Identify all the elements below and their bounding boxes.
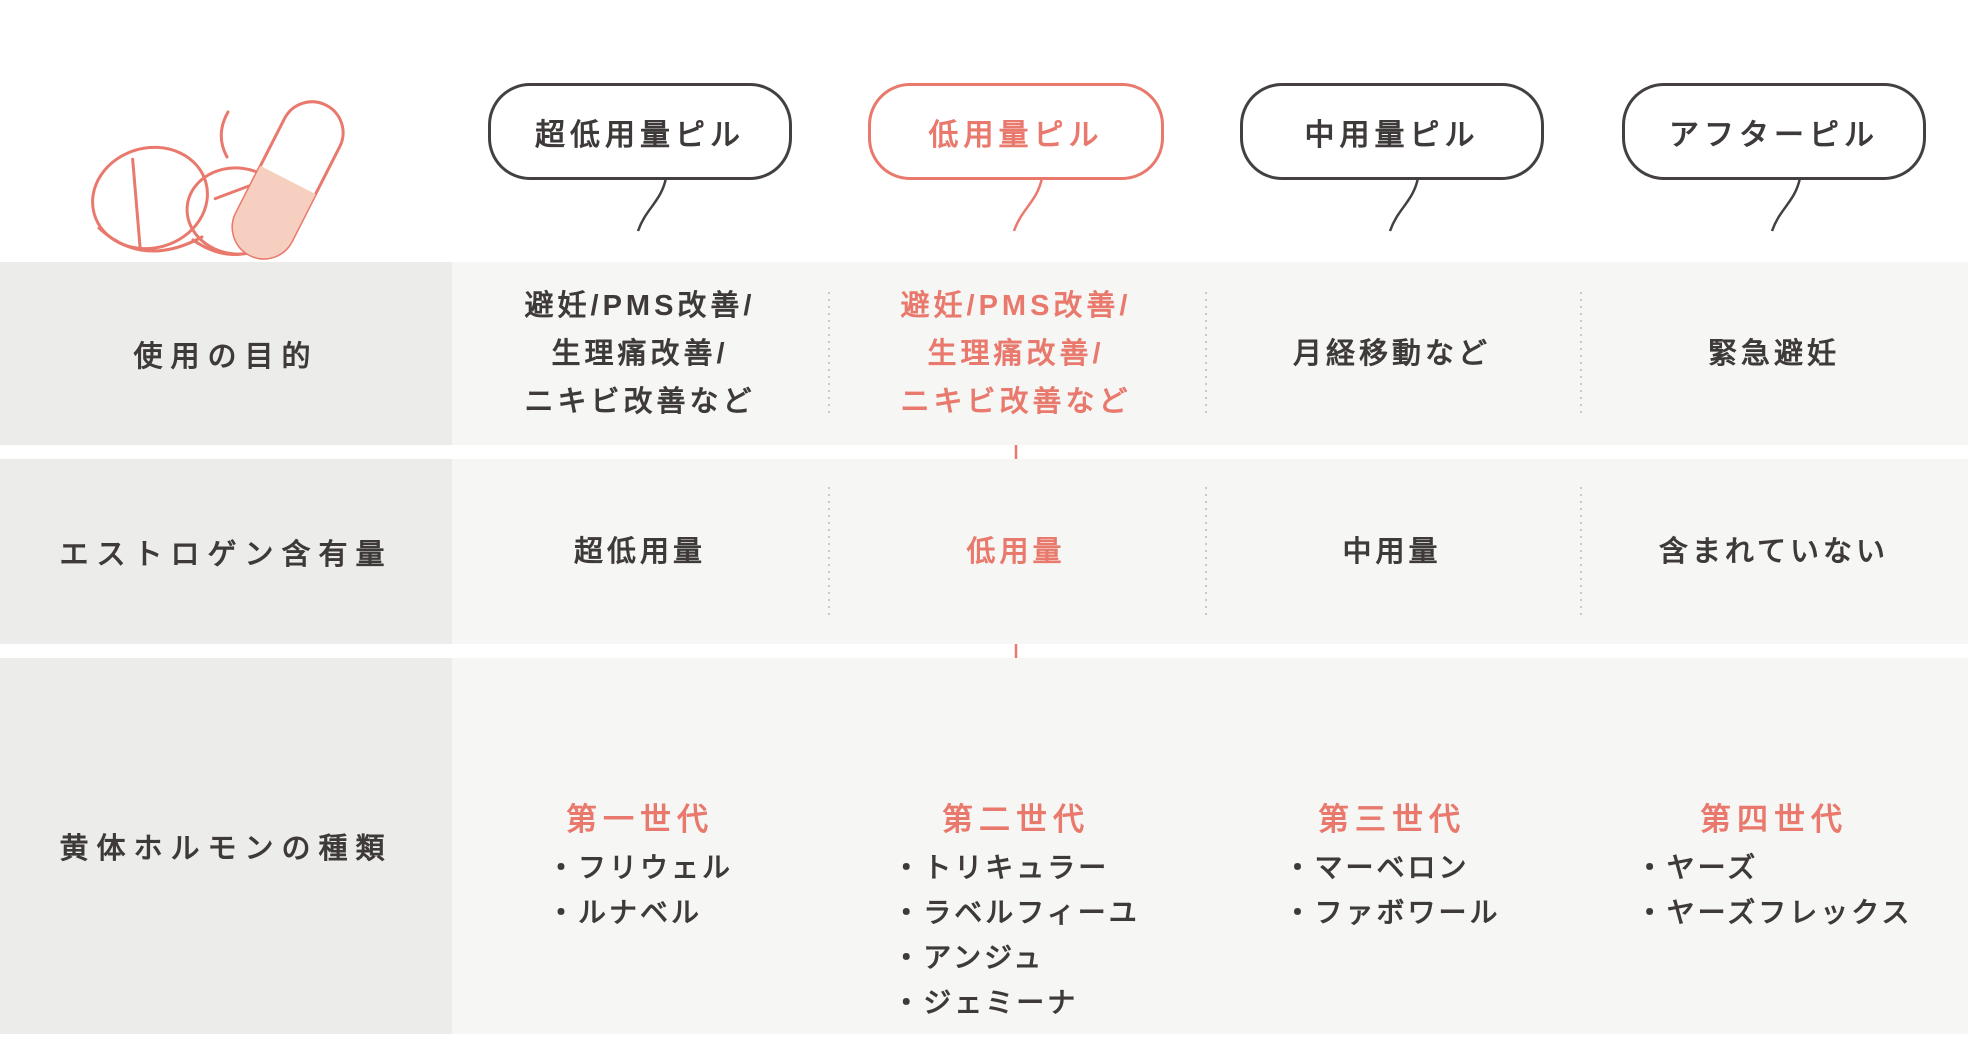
- bullet: ・: [1635, 852, 1667, 883]
- list-item-text: マーベロン: [1314, 852, 1470, 883]
- cell-estrogen-medium: 中用量: [1342, 459, 1441, 644]
- bubble-label: 中用量ピル: [1304, 118, 1480, 152]
- bullet: ・: [546, 897, 578, 928]
- list-item: ・アンジュ: [892, 935, 1139, 980]
- bubble-label: アフターピル: [1669, 118, 1879, 152]
- list-item: ・ヤーズ: [1636, 845, 1913, 890]
- tablet-2-score-line: [213, 182, 257, 201]
- cell-purpose-low: 避妊/PMS改善/ 生理痛改善/ ニキビ改善など: [900, 262, 1131, 445]
- list-item: ・フリウェル: [547, 845, 733, 890]
- list-item-text: ジェミーナ: [923, 987, 1079, 1018]
- tablet-2-edge: [191, 229, 288, 257]
- cell-line: 緊急避妊: [1707, 337, 1841, 370]
- list-item: ・ルナベル: [547, 890, 733, 935]
- capsule: [231, 100, 345, 260]
- cell-line: 低用量: [966, 535, 1066, 568]
- bubble-tail-4: [1770, 177, 1802, 232]
- cell-line: 中用量: [1342, 535, 1442, 568]
- column-separator: [1205, 487, 1207, 618]
- bullet: ・: [1283, 852, 1315, 883]
- bubble-label: 超低用量ピル: [535, 118, 745, 152]
- row-estrogen-label: エストロゲン含有量: [0, 459, 452, 644]
- bubble-tail-gaps: [624, 176, 1802, 184]
- row-purpose: 使用の目的 避妊/PMS改善/ 生理痛改善/ ニキビ改善など 避妊/PMS改善/…: [0, 262, 1968, 445]
- row-estrogen: エストロゲン含有量 超低用量 低用量 中用量 含まれていない: [0, 459, 1968, 644]
- cell-estrogen-ultra-low: 超低用量: [574, 459, 706, 644]
- bullet: ・: [1283, 897, 1315, 928]
- cell-line: 生理痛改善/: [551, 337, 729, 370]
- capsule-fill-half: [232, 165, 316, 259]
- list-item-text: アンジュ: [923, 942, 1045, 973]
- cell-line: 避妊/PMS改善/: [524, 289, 756, 322]
- cell-line: 生理痛改善/: [927, 337, 1105, 370]
- cell-line: ニキビ改善など: [524, 385, 756, 418]
- column-separator: [828, 487, 830, 618]
- list-item: ・ラベルフィーユ: [892, 890, 1139, 935]
- generation-4-label: 第四世代: [1700, 802, 1848, 837]
- bullet: ・: [892, 852, 924, 883]
- cell-line: 含まれていない: [1658, 535, 1890, 568]
- bubble-tail-1: [636, 177, 668, 232]
- generation-2-list: ・トリキュラー ・ラベルフィーユ ・アンジュ ・ジェミーナ: [892, 845, 1139, 1025]
- cell-purpose-after: 緊急避妊: [1708, 262, 1840, 445]
- list-item-text: ラベルフィーユ: [923, 897, 1140, 928]
- list-item: ・ジェミーナ: [892, 980, 1139, 1025]
- list-item-text: フリウェル: [578, 852, 734, 883]
- bubble-low-dose-pill: 低用量ピル: [868, 83, 1164, 180]
- cell-purpose-medium: 月経移動など: [1293, 262, 1491, 445]
- list-item-text: トリキュラー: [923, 852, 1110, 883]
- bubble-after-pill: アフターピル: [1622, 83, 1926, 180]
- list-item-text: ルナベル: [578, 897, 703, 928]
- tablet-1-score-line: [131, 157, 142, 249]
- generation-1-list: ・フリウェル ・ルナベル: [547, 845, 733, 935]
- bubble-tails: [636, 177, 1802, 232]
- generation-3-list: ・マーベロン ・ファボワール: [1283, 845, 1500, 935]
- generation-3-label: 第三世代: [1318, 802, 1466, 837]
- tablet-2: [185, 166, 289, 256]
- list-item-text: ヤーズ: [1666, 852, 1759, 883]
- bullet: ・: [892, 987, 924, 1018]
- bubble-tail-3: [1388, 177, 1420, 232]
- column-separator: [1580, 292, 1582, 418]
- column-separator: [1205, 292, 1207, 418]
- bullet: ・: [1635, 897, 1667, 928]
- generation-2-label: 第二世代: [942, 802, 1090, 837]
- generation-4-list: ・ヤーズ ・ヤーズフレックス: [1636, 845, 1913, 935]
- bubble-tail-2: [1012, 177, 1044, 232]
- list-item: ・ファボワール: [1283, 890, 1500, 935]
- bullet: ・: [892, 942, 924, 973]
- bubble-medium-dose-pill: 中用量ピル: [1240, 83, 1544, 180]
- bullet: ・: [546, 852, 578, 883]
- bubble-ultra-low-dose-pill: 超低用量ピル: [488, 83, 792, 180]
- generation-1-label: 第一世代: [566, 802, 714, 837]
- list-item-text: ファボワール: [1314, 897, 1501, 928]
- cell-line: 超低用量: [573, 535, 707, 568]
- tablet-1-edge: [97, 226, 204, 253]
- capsule-shine: [219, 110, 230, 159]
- row-progestin-label: 黄体ホルモンの種類: [0, 658, 452, 1034]
- cell-line: 避妊/PMS改善/: [900, 289, 1132, 322]
- column-separator: [1580, 487, 1582, 618]
- list-item-text: ヤーズフレックス: [1666, 897, 1913, 928]
- bullet: ・: [892, 897, 924, 928]
- cell-line: 月経移動など: [1292, 337, 1492, 370]
- column-separator: [828, 292, 830, 418]
- pills-icon: [91, 100, 345, 260]
- cell-estrogen-after: 含まれていない: [1659, 459, 1889, 644]
- list-item: ・トリキュラー: [892, 845, 1139, 890]
- cell-estrogen-low: 低用量: [966, 459, 1065, 644]
- cell-line: ニキビ改善など: [900, 385, 1132, 418]
- list-item: ・ヤーズフレックス: [1636, 890, 1913, 935]
- list-item: ・マーベロン: [1283, 845, 1500, 890]
- row-progestin: 黄体ホルモンの種類: [0, 658, 1968, 1034]
- tablet-1: [91, 145, 209, 251]
- cell-purpose-ultra-low: 避妊/PMS改善/ 生理痛改善/ ニキビ改善など: [524, 262, 755, 445]
- bubble-label: 低用量ピル: [928, 118, 1104, 152]
- row-purpose-label: 使用の目的: [0, 262, 452, 445]
